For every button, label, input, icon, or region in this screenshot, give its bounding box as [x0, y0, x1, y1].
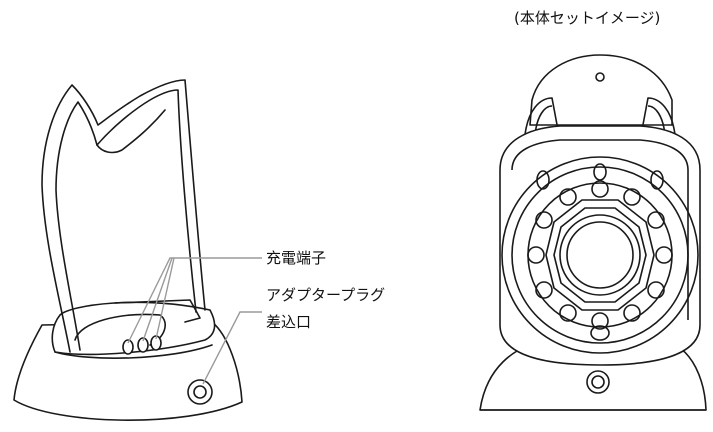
leader-charging-terminal: [127, 257, 262, 344]
adapter-plug-port: [187, 379, 213, 405]
leader-lines: [127, 257, 262, 385]
unit-set-illustration: [479, 54, 707, 411]
unit-back-cap: [529, 54, 673, 126]
image-caption: (本体セットイメージ): [514, 9, 661, 27]
bezel-dots: [536, 163, 664, 341]
charging-terminals: [122, 335, 162, 355]
led-ring: [527, 180, 673, 330]
label-adapter-plug-line1: アダプタープラグ: [266, 286, 386, 304]
lens: [559, 214, 641, 296]
stand-cradle: [74, 313, 166, 346]
charging-stand: [13, 79, 243, 421]
leader-adapter-plug: [202, 311, 262, 385]
stand-arm: [41, 79, 206, 353]
label-adapter-plug-line2: 差込口: [266, 313, 312, 331]
label-charging-terminal: 充電端子: [266, 249, 327, 267]
unit-body: [499, 125, 701, 366]
